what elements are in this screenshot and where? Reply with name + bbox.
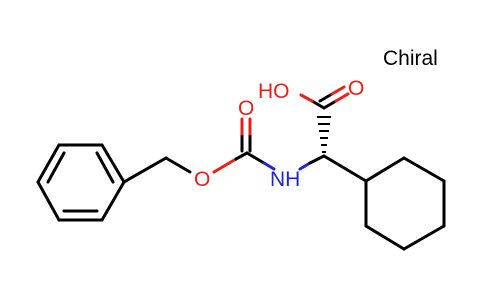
bond-acid-co-2-red	[330, 85, 346, 96]
cyclohexane-ring	[364, 156, 446, 251]
bond-alpha-cyclohexyl	[322, 154, 368, 183]
bond-acid-co-1	[322, 99, 338, 110]
acid-oxygen-label: O	[348, 77, 364, 100]
bond-acid-oh-red	[299, 93, 314, 103]
stereo-hash-wedge	[317, 116, 331, 153]
carbamate-oxygen-label: O	[238, 97, 254, 120]
chiral-flag: Chiral	[383, 47, 438, 70]
bond-carbonyl-nh-blue	[262, 161, 276, 171]
bond-acid-c-oh	[310, 99, 326, 110]
amine-nh-label: NH	[270, 168, 300, 191]
ester-oxygen-label: O	[194, 168, 210, 191]
bond-acid-co-2	[318, 92, 334, 103]
bond-carbonyl-nh	[245, 151, 266, 165]
benzene-ring	[36, 143, 126, 222]
hydroxyl-label: HO	[258, 80, 290, 103]
bond-ch2-o	[164, 156, 192, 174]
bond-o-carbonyl-c	[234, 151, 249, 161]
bond-o-carbonyl	[212, 157, 238, 174]
bond-nh-alpha	[308, 154, 326, 165]
bond-nh-alpha-blue	[298, 161, 312, 171]
bond-ring-ch2	[122, 156, 168, 184]
bond-acid-co-1-red	[334, 92, 350, 103]
